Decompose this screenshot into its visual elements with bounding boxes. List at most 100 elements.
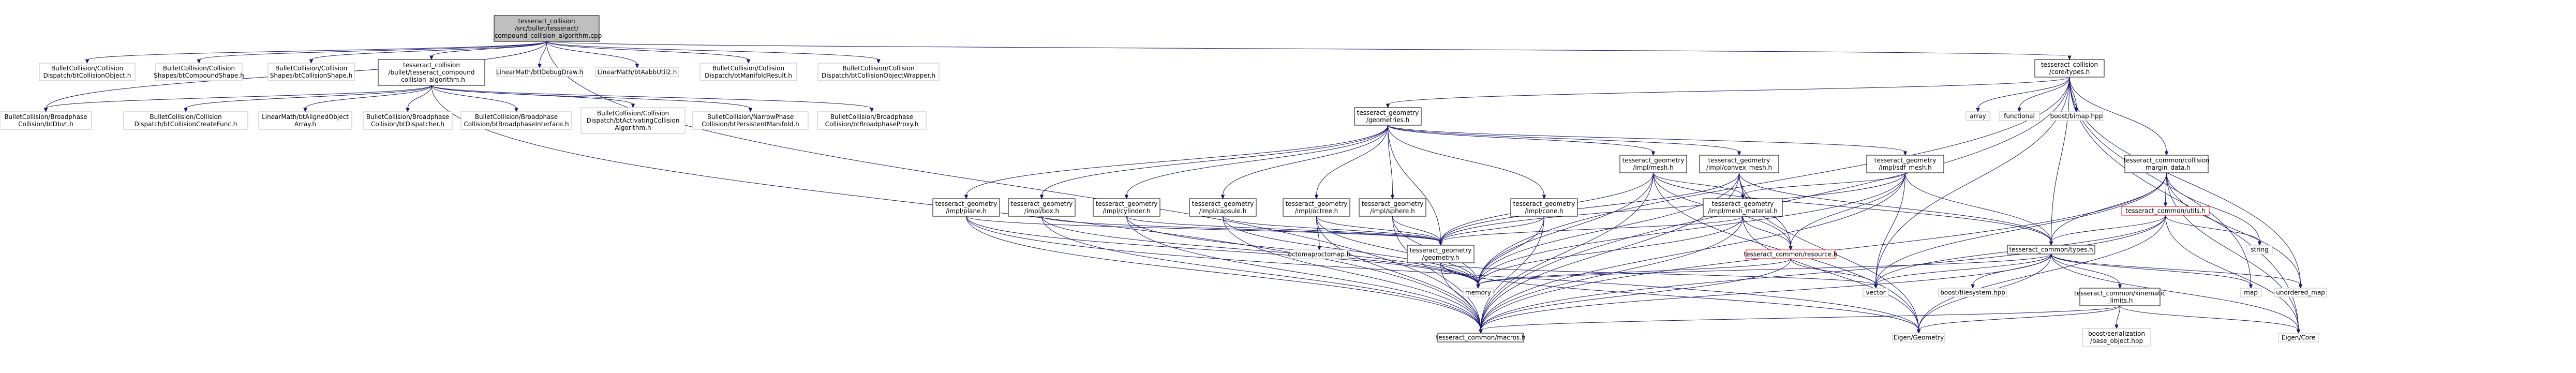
- node-eigeo: Eigen/Geometry: [1892, 333, 1945, 342]
- edge-line: [1480, 215, 2166, 331]
- edge-arrowhead: [2164, 151, 2169, 156]
- edge-line: [1041, 216, 1481, 331]
- edge-tgcyl-to-tcmacros: [1126, 216, 1483, 334]
- node-label-line: tesseract_geometry: [1513, 200, 1575, 207]
- edge-root-to-bccow: [546, 41, 881, 64]
- node-boostbimap: boost/bimap.hpp: [2050, 111, 2103, 121]
- node-label-line: LinearMath/btAlignedObject: [262, 113, 349, 121]
- edge-tggeoms-to-tgsdf: [1388, 125, 1908, 156]
- node-box: [1008, 198, 1076, 217]
- node-label-line: tesseract_geometry: [1357, 109, 1419, 116]
- node-root[interactable]: tesseract_collision/src/bullet/tesseract…: [491, 15, 602, 42]
- node-tgcyl[interactable]: tesseract_geometry/impl/cylinder.h: [1093, 198, 1160, 217]
- edge-line: [1478, 172, 1654, 286]
- node-box: [1093, 198, 1160, 217]
- edge-line: [185, 85, 432, 109]
- edge-arrowhead: [1039, 195, 1044, 200]
- node-tcmacros[interactable]: tesseract_common/macros.h: [1436, 333, 1526, 342]
- node-bccdo: BulletCollision/CollisionDispatch/btColl…: [39, 63, 136, 81]
- edge-line: [1316, 216, 1479, 286]
- edge-arrowhead: [2298, 284, 2303, 289]
- node-label-line: tesseract_geometry: [1362, 200, 1424, 207]
- edge-line: [2051, 253, 2299, 331]
- node-tgmesh[interactable]: tesseract_geometry/impl/mesh.h: [1619, 155, 1687, 173]
- node-box: [1189, 198, 1257, 217]
- edge-tcmargin-to-vector: [1873, 172, 2167, 289]
- node-box: [699, 63, 797, 81]
- node-tcmargin[interactable]: tesseract_common/collision_margin_data.h: [2123, 155, 2210, 173]
- edge-tggeoms-to-tgmesh: [1388, 125, 1656, 156]
- node-tgcaps[interactable]: tesseract_geometry/impl/capsule.h: [1189, 198, 1257, 217]
- node-tggeoms[interactable]: tesseract_geometry/geometries.h: [1354, 107, 1422, 126]
- node-tcah[interactable]: tesseract_collision/bullet/tesseract_com…: [378, 59, 485, 86]
- node-box: [258, 111, 352, 130]
- edge-line: [1743, 216, 1791, 247]
- edge-tckin-to-eicore: [2120, 305, 2301, 334]
- node-box: [363, 111, 453, 130]
- edge-line: [1480, 258, 1791, 331]
- node-tgbox[interactable]: tesseract_geometry/impl/box.h: [1008, 198, 1076, 217]
- node-label-line: /impl/octree.h: [1295, 207, 1338, 215]
- edge-arrowhead: [876, 59, 881, 64]
- edge-arrowhead: [309, 59, 314, 64]
- edge-arrowhead: [85, 59, 90, 64]
- node-label-line: BulletCollision/NarrowPhase: [707, 113, 794, 121]
- node-bccs: BulletCollision/CollisionShapes/btCompou…: [154, 63, 244, 81]
- node-tctypes[interactable]: tesseract_collision/core/types.h: [2034, 59, 2105, 78]
- node-label-line: functional: [2004, 113, 2035, 120]
- edge-line: [431, 41, 547, 57]
- edge-arrowhead: [184, 108, 188, 113]
- node-tcres[interactable]: tesseract_common/resource.h: [1744, 249, 1838, 259]
- node-npm: BulletCollision/NarrowPhaseCollision/btP…: [692, 111, 809, 130]
- node-label-line: Collision/btDbvt.h: [18, 121, 73, 128]
- node-tgmat[interactable]: tesseract_geometry/impl/mesh_material.h: [1703, 198, 1783, 217]
- node-label-line: BulletCollision/Broadphase: [830, 113, 913, 121]
- node-label-line: octomap/octomap.h: [1288, 251, 1351, 258]
- node-label-line: boost/serialization: [2088, 330, 2145, 337]
- node-tgcone[interactable]: tesseract_geometry/impl/cone.h: [1510, 198, 1578, 217]
- node-tcutils[interactable]: tesseract_common/utils.h: [2121, 206, 2210, 216]
- node-label-line: BulletCollision/Collision: [163, 65, 235, 72]
- node-box: [1407, 245, 1475, 263]
- edge-tcmargin-to-umap: [2166, 172, 2303, 289]
- node-label-line: /impl/plane.h: [946, 207, 987, 215]
- node-tccommontypes[interactable]: tesseract_common/types.h: [2007, 245, 2095, 255]
- node-bpdisp: BulletCollision/BroadphaseCollision/btDi…: [363, 111, 453, 130]
- node-box: [1437, 333, 1524, 342]
- node-umap: unordered_map: [2274, 288, 2327, 297]
- edge-arrowhead: [2249, 284, 2253, 289]
- edge-line: [2019, 77, 2070, 109]
- node-tgconvex[interactable]: tesseract_geometry/impl/convex_mesh.h: [1699, 155, 1779, 173]
- edge-line: [2116, 305, 2120, 326]
- edge-line: [1388, 125, 1739, 153]
- node-tckin[interactable]: tesseract_common/kinematic_limits.h: [2074, 288, 2166, 306]
- edge-arrowhead: [635, 64, 639, 69]
- edge-line: [1440, 262, 1876, 286]
- edge-tgmesh-to-tcmacros: [1479, 172, 1654, 334]
- edge-line: [1316, 216, 1441, 243]
- node-tgoct[interactable]: tesseract_geometry/impl/octree.h: [1283, 198, 1350, 217]
- node-label-line: /impl/capsule.h: [1199, 207, 1247, 215]
- node-label-line: Dispatch/btManifoldResult.h: [705, 72, 792, 79]
- node-box: [1283, 198, 1350, 217]
- node-label-line: BulletCollision/Collision: [842, 65, 914, 72]
- node-vector: vector: [1863, 288, 1889, 297]
- edge-line: [1440, 216, 1544, 243]
- node-label-line: Dispatch/btActivatingCollision: [587, 117, 680, 124]
- node-tgsdf[interactable]: tesseract_geometry/impl/sdf_mesh.h: [1866, 155, 1944, 173]
- node-boostser: boost/serialization/base_object.hpp: [2082, 328, 2151, 347]
- edge-line: [1223, 125, 1388, 196]
- node-label-line: BulletCollision/Broadphase: [475, 113, 558, 121]
- node-box: [1999, 111, 2040, 121]
- edge-arrowhead: [197, 59, 201, 64]
- node-tgsph[interactable]: tesseract_geometry/impl/sphere.h: [1359, 198, 1426, 217]
- edge-arrowhead: [1971, 284, 1975, 289]
- node-box: [2007, 245, 2095, 255]
- node-tggeom[interactable]: tesseract_geometry/geometry.h: [1407, 245, 1475, 263]
- node-bpbi: BulletCollision/BroadphaseCollision/btBr…: [460, 111, 572, 130]
- edge-line: [1480, 216, 1544, 331]
- node-tgplane[interactable]: tesseract_geometry/impl/plane.h: [932, 198, 1000, 217]
- edge-line: [1388, 125, 1905, 153]
- edge-tgsdf-to-tcres: [1789, 172, 1905, 251]
